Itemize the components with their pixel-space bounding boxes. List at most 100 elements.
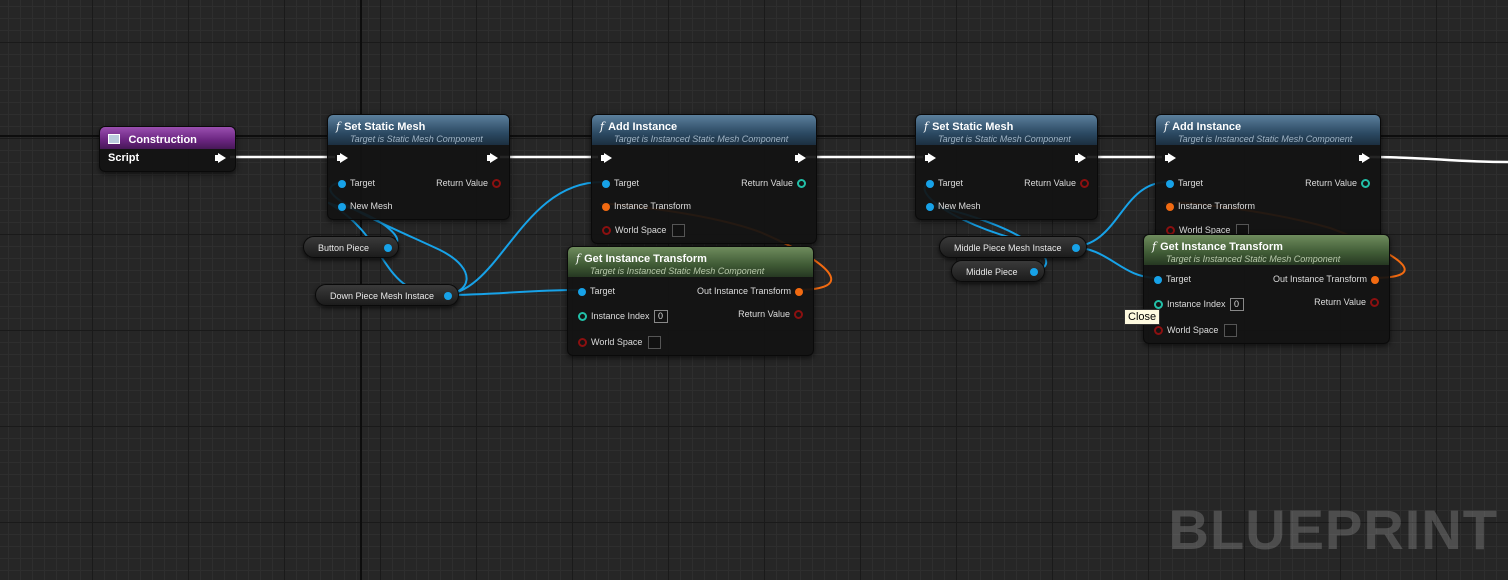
node-subtitle: Target is Instanced Static Mesh Componen… bbox=[590, 266, 765, 276]
world-space-pin[interactable]: World Space bbox=[602, 224, 686, 237]
function-icon: f bbox=[336, 120, 341, 133]
return-value-pin[interactable]: Return Value bbox=[436, 178, 501, 189]
world-space-checkbox[interactable] bbox=[672, 224, 686, 237]
middle-piece-mesh-instace-variable[interactable]: Middle Piece Mesh Instace bbox=[939, 236, 1087, 258]
return-value-pin[interactable]: Return Value bbox=[1024, 178, 1089, 189]
object-pin-icon bbox=[602, 179, 610, 188]
instance-index-input[interactable]: 0 bbox=[1229, 298, 1244, 311]
function-icon: f bbox=[1152, 240, 1157, 253]
construction-script-node[interactable]: Construction Script bbox=[99, 126, 236, 172]
bool-pin-icon bbox=[1370, 298, 1379, 308]
blueprint-watermark: BLUEPRINT bbox=[1168, 498, 1498, 561]
exec-out-pin[interactable] bbox=[1075, 153, 1086, 163]
node-title: Add Instance bbox=[608, 121, 678, 133]
object-pin-icon[interactable] bbox=[444, 292, 452, 300]
int-pin-icon bbox=[1154, 300, 1163, 309]
variable-label: Button Piece bbox=[318, 243, 370, 253]
return-value-pin[interactable]: Return Value bbox=[1314, 297, 1379, 308]
object-pin-icon bbox=[1166, 179, 1174, 188]
bool-pin-icon bbox=[794, 310, 803, 320]
int-pin-icon bbox=[578, 312, 587, 321]
instance-transform-pin[interactable]: Instance Transform bbox=[1166, 201, 1255, 211]
node-subtitle: Target is Instanced Static Mesh Componen… bbox=[1166, 254, 1341, 264]
new-mesh-pin[interactable]: New Mesh bbox=[926, 201, 981, 211]
variable-label: Down Piece Mesh Instace bbox=[330, 291, 435, 301]
node-title: Get Instance Transform bbox=[1160, 241, 1283, 253]
out-instance-transform-pin[interactable]: Out Instance Transform bbox=[697, 286, 803, 296]
node-title: Set Static Mesh bbox=[344, 121, 426, 133]
button-piece-variable[interactable]: Button Piece bbox=[303, 236, 399, 258]
out-instance-transform-pin[interactable]: Out Instance Transform bbox=[1273, 274, 1379, 284]
target-pin[interactable]: Target bbox=[1154, 274, 1191, 284]
variable-label: Middle Piece bbox=[966, 267, 1018, 277]
return-value-pin[interactable]: Return Value bbox=[738, 309, 803, 320]
world-space-checkbox[interactable] bbox=[1224, 324, 1238, 337]
bool-pin-icon bbox=[492, 179, 501, 189]
return-value-pin[interactable]: Return Value bbox=[1305, 178, 1370, 189]
bool-pin-icon bbox=[578, 338, 587, 347]
exec-out-pin[interactable] bbox=[487, 153, 498, 163]
node-title: Construction Script bbox=[108, 134, 197, 164]
object-pin-icon[interactable] bbox=[1072, 244, 1080, 252]
exec-in-pin[interactable] bbox=[601, 153, 612, 163]
int-pin-icon bbox=[797, 179, 806, 189]
object-pin-icon bbox=[338, 202, 346, 211]
object-wire[interactable] bbox=[441, 289, 583, 296]
return-value-pin[interactable]: Return Value bbox=[741, 178, 806, 189]
int-pin-icon bbox=[1361, 179, 1370, 189]
exec-in-pin[interactable] bbox=[337, 153, 348, 163]
new-mesh-pin[interactable]: New Mesh bbox=[338, 201, 393, 211]
bool-pin-icon bbox=[1080, 179, 1089, 189]
function-icon: f bbox=[600, 120, 605, 133]
target-pin[interactable]: Target bbox=[602, 178, 639, 188]
node-title: Add Instance bbox=[1172, 121, 1242, 133]
middle-piece-variable[interactable]: Middle Piece bbox=[951, 260, 1045, 282]
node-subtitle: Target is Instanced Static Mesh Componen… bbox=[614, 134, 789, 144]
world-space-pin[interactable]: World Space bbox=[1154, 324, 1238, 337]
exec-in-pin[interactable] bbox=[925, 153, 936, 163]
object-pin-icon bbox=[926, 179, 934, 188]
node-header: Construction Script bbox=[100, 127, 235, 164]
target-pin[interactable]: Target bbox=[1166, 178, 1203, 188]
object-pin-icon bbox=[338, 179, 346, 188]
down-piece-mesh-instace-variable[interactable]: Down Piece Mesh Instace bbox=[315, 284, 459, 306]
object-pin-icon bbox=[1154, 275, 1162, 284]
target-pin[interactable]: Target bbox=[578, 286, 615, 296]
node-subtitle: Target is Static Mesh Component bbox=[350, 134, 483, 144]
exec-out-pin[interactable] bbox=[795, 153, 806, 163]
object-pin-icon[interactable] bbox=[1030, 268, 1038, 276]
instance-index-input[interactable]: 0 bbox=[653, 310, 668, 323]
exec-out-pin[interactable] bbox=[1359, 153, 1370, 163]
transform-pin-icon bbox=[795, 287, 803, 296]
tooltip: Close bbox=[1124, 309, 1161, 325]
function-icon: f bbox=[1164, 120, 1169, 133]
target-pin[interactable]: Target bbox=[926, 178, 963, 188]
world-space-pin[interactable]: World Space bbox=[578, 336, 662, 349]
node-subtitle: Target is Static Mesh Component bbox=[938, 134, 1071, 144]
exec-wire[interactable] bbox=[1369, 155, 1508, 164]
bool-pin-icon bbox=[602, 226, 611, 235]
object-wire[interactable] bbox=[441, 181, 603, 296]
exec-in-pin[interactable] bbox=[1165, 153, 1176, 163]
node-title: Set Static Mesh bbox=[932, 121, 1014, 133]
object-pin-icon bbox=[578, 287, 586, 296]
instance-transform-pin[interactable]: Instance Transform bbox=[602, 201, 691, 211]
exec-out-pin[interactable] bbox=[215, 153, 226, 163]
object-pin-icon[interactable] bbox=[384, 244, 392, 252]
target-pin[interactable]: Target bbox=[338, 178, 375, 188]
world-space-checkbox[interactable] bbox=[648, 336, 662, 349]
event-icon bbox=[108, 133, 120, 144]
